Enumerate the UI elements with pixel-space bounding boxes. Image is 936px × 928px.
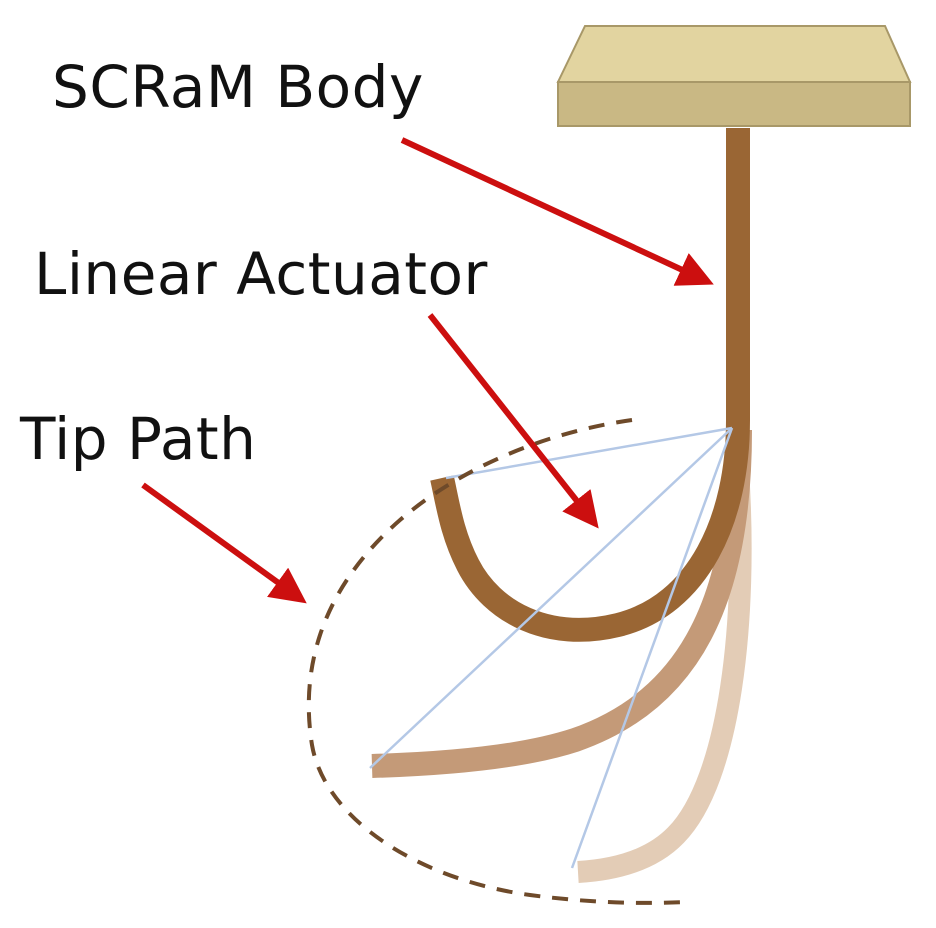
actuator-state-mid <box>371 429 752 778</box>
label-linear-actuator: Linear Actuator <box>34 240 488 308</box>
construction-line-low <box>570 427 734 869</box>
arrow-tip-path <box>141 482 307 604</box>
label-scram-body: SCRaM Body <box>52 53 424 121</box>
tip-path-curve <box>306 418 686 905</box>
mount-top-face <box>556 25 912 83</box>
mount-block <box>556 25 912 127</box>
construction-lines <box>369 426 734 869</box>
arrow-body <box>400 137 714 286</box>
construction-line-mid <box>369 427 733 769</box>
arrows <box>141 137 714 604</box>
label-tip-path: Tip Path <box>20 405 257 473</box>
actuator-state-light <box>577 469 752 883</box>
mount-front-face <box>557 81 911 127</box>
arrow-actuator <box>427 313 599 529</box>
construction-line-top <box>445 426 733 480</box>
actuator-state-main <box>430 128 750 642</box>
